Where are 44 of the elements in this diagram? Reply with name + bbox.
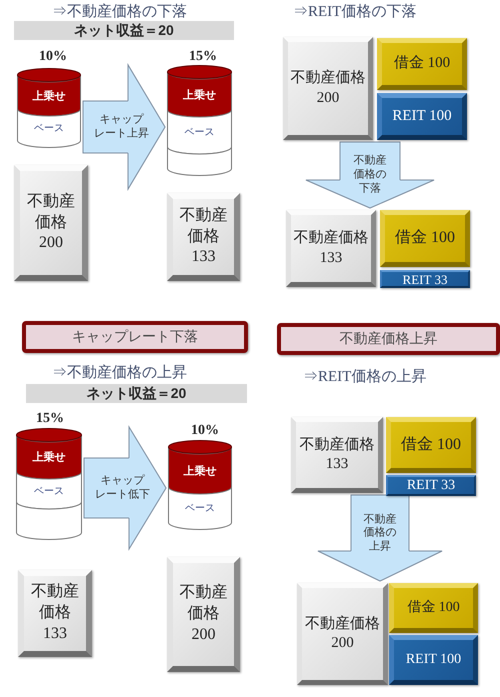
reit-tile: REIT 100 [389, 635, 478, 685]
band-label: 上乗せ [184, 464, 216, 478]
section-header: 不動産価格上昇 [277, 323, 500, 355]
title-band: ネット収益＝20 [26, 384, 247, 403]
band-label: ベース [34, 484, 64, 498]
price-tile: 不動産価格200 [283, 37, 373, 140]
edge-label: キャップレート低下 [94, 474, 152, 502]
percent-label: 10% [191, 424, 219, 438]
block-arrow [84, 425, 166, 551]
price-tile: 不動産価格133 [291, 417, 383, 493]
price-tile: 不動産価格200 [167, 557, 240, 672]
edge-label: キャップレート上昇 [93, 113, 150, 141]
debt-tile: 借金 100 [386, 417, 476, 473]
title-band: ネット収益＝20 [14, 21, 234, 40]
reit-tile: REIT 33 [386, 475, 476, 496]
subheading: ⇒不動産価格の下落 [52, 3, 187, 21]
edge-label: 不動産価格の上昇 [362, 513, 398, 554]
band-label: ベース [34, 122, 64, 136]
debt-tile: 借金 100 [380, 210, 470, 267]
price-tile: 不動産価格133 [18, 570, 92, 657]
subheading: ⇒REIT価格の下落 [293, 3, 416, 21]
block-arrow [82, 63, 166, 191]
price-tile: 不動産価格200 [297, 583, 388, 685]
debt-tile: 借金 100 [377, 38, 467, 90]
band-label: ベース [184, 126, 214, 139]
price-tile: 不動産価格133 [167, 193, 240, 281]
band-label: ベース [185, 502, 215, 516]
price-tile: 不動産価格200 [14, 165, 88, 281]
block-arrow [306, 142, 434, 208]
edge-label: 不動産価格の下落 [352, 154, 388, 196]
band-label: 上乗せ [32, 450, 66, 464]
price-tile: 不動産価格133 [286, 210, 376, 287]
subheading: ⇒REIT価格の上昇 [303, 368, 426, 386]
reit-tile: REIT 33 [380, 270, 470, 288]
reit-tile: REIT 100 [377, 93, 467, 140]
subheading: ⇒不動産価格の上昇 [52, 364, 187, 382]
block-arrow [318, 494, 442, 582]
debt-tile: 借金 100 [389, 583, 478, 633]
section-header: キャップレート下落 [22, 321, 248, 353]
percent-label: 10% [39, 50, 67, 64]
band-label: 上乗せ [32, 89, 66, 103]
band-label: 上乗せ [183, 88, 216, 102]
percent-label: 15% [36, 412, 64, 426]
percent-label: 15% [189, 50, 217, 64]
